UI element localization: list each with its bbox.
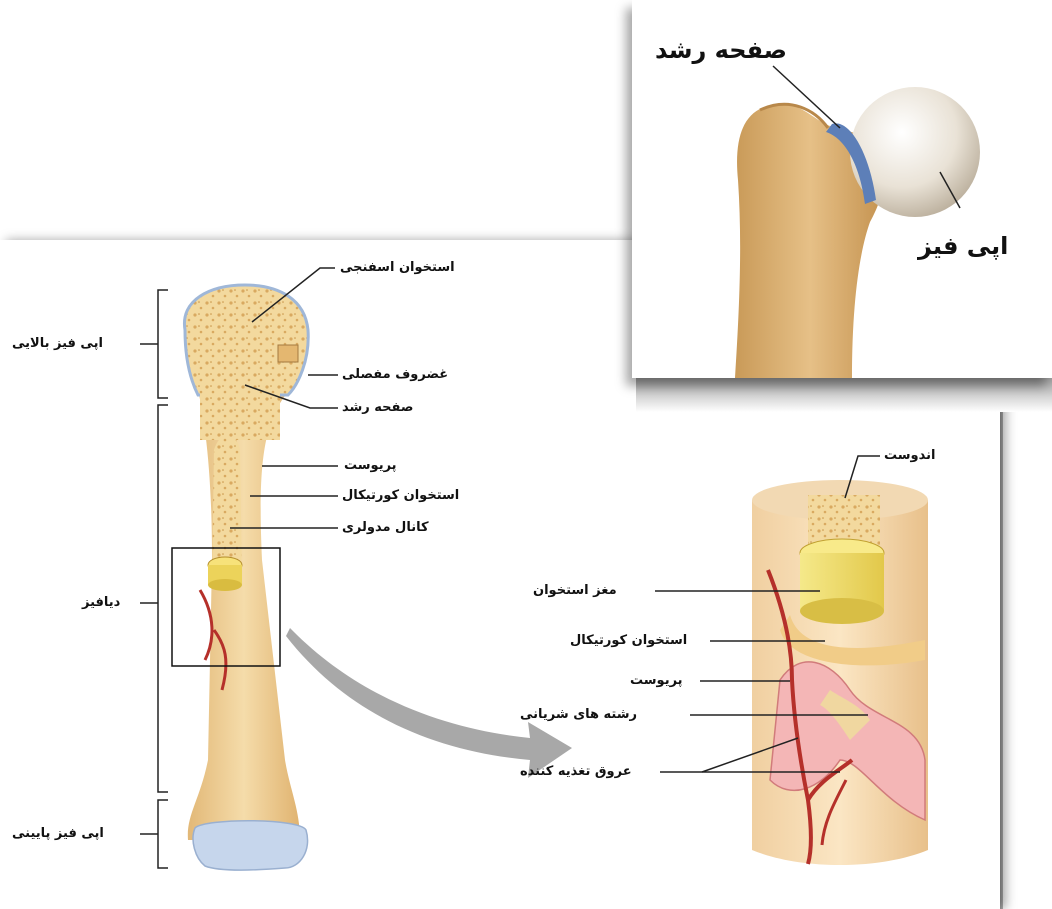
- inset-femur-illustration: [735, 66, 980, 378]
- label-detail-cortical-bone: استخوان کورتیکال: [570, 633, 687, 648]
- label-periosteum: پریوست: [344, 458, 397, 473]
- long-bone-illustration: [172, 285, 308, 870]
- inset-label-growth-plate: صفحه رشد: [655, 36, 787, 64]
- label-bone-marrow: مغز استخوان: [533, 583, 617, 598]
- label-articular-cartilage: غضروف مفصلی: [342, 367, 448, 382]
- label-upper-epiphysis: اپی فیز بالایی: [12, 336, 103, 351]
- label-nutrient-vessels: عروق تغذیه کننده: [520, 764, 632, 779]
- label-medullary-canal: کانال مدولری: [342, 520, 429, 535]
- left-brackets: [140, 290, 168, 868]
- label-arterial-branches: رشته های شریانی: [520, 707, 637, 722]
- bone-detail-illustration: [752, 480, 928, 865]
- inset-label-epiphysis: اپی فیز: [918, 232, 1008, 260]
- label-lower-epiphysis: اپی فیز پایینی: [12, 826, 104, 841]
- detail-arrow: [286, 628, 572, 778]
- label-diaphysis: دیافیز: [82, 595, 120, 610]
- label-growth-plate: صفحه رشد: [342, 400, 413, 415]
- label-endosteum: اندوست: [884, 448, 935, 463]
- label-spongy-bone: استخوان اسفنجی: [340, 260, 455, 275]
- label-detail-periosteum: پریوست: [630, 673, 683, 688]
- label-cortical-bone: استخوان کورتیکال: [342, 488, 459, 503]
